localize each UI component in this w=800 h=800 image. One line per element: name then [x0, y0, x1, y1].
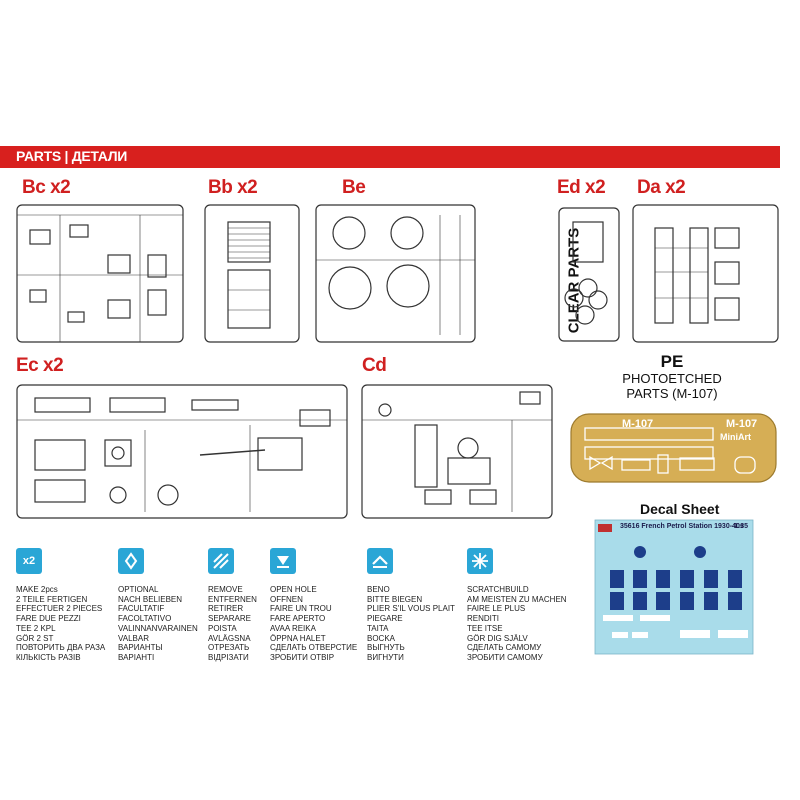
sprue-label-da: Da x2 [637, 177, 686, 198]
sprue-label-ed: Ed x2 [557, 177, 606, 198]
parts-banner-title: PARTS | ДЕТАЛИ [16, 148, 128, 164]
optional-icon [118, 548, 144, 574]
sprue-bb-frame [204, 204, 300, 343]
x2-icon: x2 [16, 548, 42, 574]
sprue-bc-frame [16, 204, 184, 343]
sprue-cd-frame [361, 384, 553, 519]
sprue-label-cd: Cd [362, 355, 387, 376]
scratchbuild-icon [467, 548, 493, 574]
pe-fret-brand: MiniArt [720, 432, 751, 442]
pe-title: PE [660, 352, 684, 371]
sprue-da-frame [632, 204, 779, 343]
sprue-label-bc: Bc x2 [22, 177, 71, 198]
open-hole-icon [270, 548, 296, 574]
remove-icon [208, 548, 234, 574]
sprue-ec-frame [16, 384, 348, 519]
pe-fret-code: M-107 [622, 418, 654, 430]
sprue-label-bb: Bb x2 [208, 177, 258, 198]
pe-fret-code-right: M-107 [726, 418, 758, 430]
decal-sheet [594, 519, 754, 655]
sprue-label-be: Be [342, 177, 366, 198]
sprue-ed-frame [558, 207, 620, 342]
decal-sheet-header: 35616 French Petrol Station 1930-40s [620, 523, 744, 530]
sprue-be-frame [315, 204, 476, 343]
decal-sheet-title: Decal Sheet [640, 501, 720, 517]
parts-banner [0, 146, 780, 168]
pe-fret [570, 413, 777, 483]
bend-icon [367, 548, 393, 574]
pe-subtitle-1: PHOTOETCHED [622, 371, 722, 386]
sprue-label-ec: Ec x2 [16, 355, 64, 376]
decal-sheet-scale: 1:35 [734, 523, 749, 530]
pe-subtitle-2: PARTS (M-107) [626, 386, 718, 401]
